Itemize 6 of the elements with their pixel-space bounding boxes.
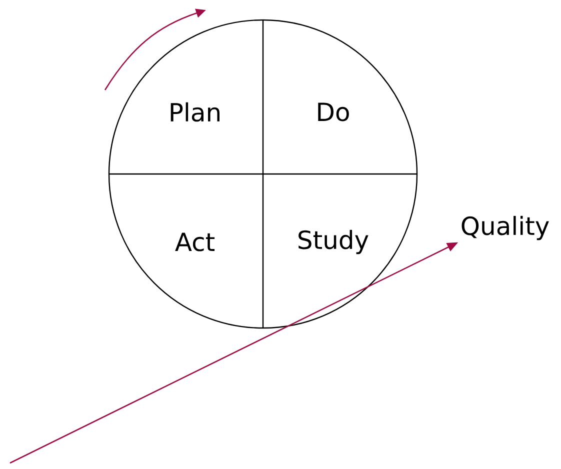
quadrant-label: Study: [298, 230, 368, 254]
text-label: Quality: [462, 216, 549, 240]
quadrant-label: Act: [175, 232, 215, 252]
quadrant-label: Do: [318, 102, 349, 122]
cycle-circle: [108, 19, 418, 329]
quadrant-label: Plan: [170, 102, 220, 122]
